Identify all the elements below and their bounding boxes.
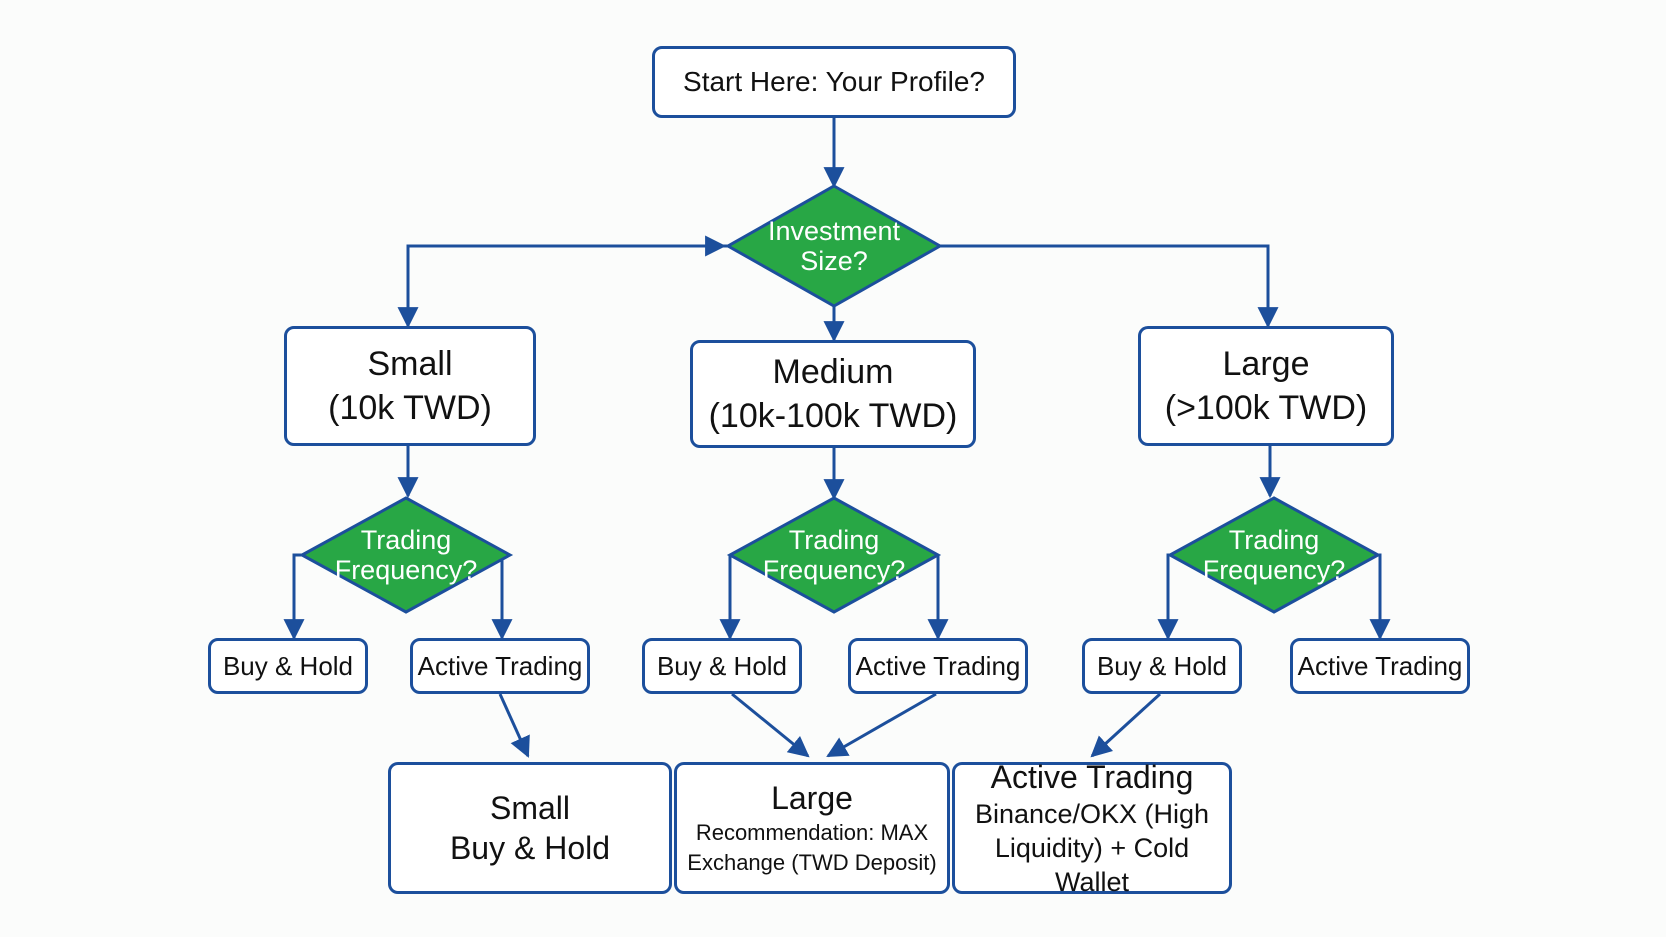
tier-large-box: Large (>100k TWD) [1138, 326, 1394, 446]
investment-diamond [724, 184, 944, 308]
result-active-line2: Liquidity) + Cold Wallet [994, 833, 1190, 897]
arrow-buyhold2-to-result-large [731, 692, 810, 758]
decision-diamonds [298, 184, 1382, 614]
frequency-diamond-large [1166, 496, 1382, 614]
tier-small-range: (10k TWD) [328, 389, 492, 427]
result-large-line2: Exchange (TWD Deposit) [687, 850, 937, 875]
start-box: Start Here: Your Profile? [652, 46, 1016, 118]
arrow-freq3-buyhold [1157, 553, 1179, 641]
result-active-title: Active Trading [990, 759, 1194, 795]
frequency-diamond-small [298, 496, 514, 614]
result-active-box: Active Trading Binance/OKX (High Liquidi… [952, 759, 1232, 897]
result-large-title: Large [771, 780, 853, 816]
frequency-diamond-medium [726, 496, 942, 614]
arrow-active1-to-result-small [498, 693, 530, 758]
tier-small-box: Small (10k TWD) [284, 326, 536, 446]
frequency-small-line1: Trading [360, 525, 452, 555]
result-small-line1: Buy & Hold [449, 830, 611, 866]
option-small-active-label: Active Trading [417, 650, 583, 681]
option-large-active-trading: Active Trading [1290, 638, 1470, 694]
tier-small-title: Small [367, 345, 453, 383]
option-medium-buy-hold-label: Buy & Hold [656, 650, 788, 681]
arrow-active2-to-result-large [826, 692, 937, 758]
option-small-buy-hold-label: Buy & Hold [222, 650, 354, 681]
tier-medium-box: Medium (10k-100k TWD) [690, 340, 976, 448]
frequency-label-medium: Trading Frequency? [734, 525, 934, 585]
option-medium-buy-hold: Buy & Hold [642, 638, 802, 694]
option-large-buy-hold: Buy & Hold [1082, 638, 1242, 694]
option-medium-active-label: Active Trading [855, 650, 1021, 681]
investment-decision-label: Investment Size? [728, 216, 940, 276]
result-large-box: Large Recommendation: MAX Exchange (TWD … [674, 762, 950, 894]
arrow-investment-to-large [940, 244, 1279, 329]
tier-medium-range: (10k-100k TWD) [708, 397, 958, 435]
result-active-line1: Binance/OKX (High [974, 799, 1210, 829]
investment-line1: Investment [767, 216, 901, 246]
arrow-buyhold3-to-result-active [1090, 692, 1162, 758]
option-small-buy-hold: Buy & Hold [208, 638, 368, 694]
frequency-large-line1: Trading [1228, 525, 1320, 555]
result-small-title: Small [489, 790, 570, 826]
frequency-medium-line2: Frequency? [762, 555, 906, 585]
investment-line2: Size? [800, 246, 868, 276]
result-small-box: Small Buy & Hold [388, 762, 672, 894]
option-small-active-trading: Active Trading [410, 638, 590, 694]
arrow-freq3-active [1369, 553, 1391, 641]
frequency-large-line2: Frequency? [1202, 555, 1346, 585]
frequency-medium-line1: Trading [788, 525, 880, 555]
tier-large-range: (>100k TWD) [1164, 389, 1368, 427]
arrow-investment-to-small [397, 244, 728, 329]
tier-large-title: Large [1222, 345, 1310, 383]
start-label: Start Here: Your Profile? [683, 66, 985, 97]
option-large-buy-hold-label: Buy & Hold [1096, 650, 1228, 681]
result-large-line1: Recommendation: MAX [695, 820, 929, 845]
option-large-active-label: Active Trading [1297, 650, 1463, 681]
arrow-freq1-buyhold [283, 553, 305, 641]
tier-medium-title: Medium [772, 353, 894, 391]
option-medium-active-trading: Active Trading [848, 638, 1028, 694]
frequency-label-small: Trading Frequency? [306, 525, 506, 585]
frequency-small-line2: Frequency? [334, 555, 478, 585]
frequency-label-large: Trading Frequency? [1174, 525, 1374, 585]
